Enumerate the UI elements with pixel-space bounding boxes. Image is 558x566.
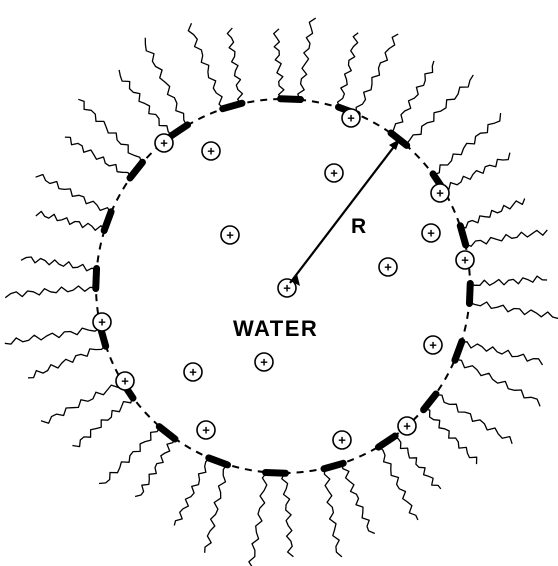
cation: +: [255, 353, 273, 371]
surfactant-tail: [424, 409, 477, 464]
svg-text:+: +: [202, 423, 210, 438]
surfactant-tail: [99, 427, 160, 483]
surfactant-tail: [28, 345, 105, 378]
svg-text:+: +: [429, 338, 437, 353]
surfactant-tail: [145, 38, 186, 126]
surfactant-tail: [470, 302, 558, 319]
surfactant-tail: [462, 342, 543, 365]
surfactant-tail: [470, 276, 547, 285]
svg-text:+: +: [98, 315, 106, 330]
cation: +: [342, 109, 360, 127]
radius-label: R: [351, 215, 366, 238]
head-group: [266, 472, 286, 473]
surfactant-tail: [249, 473, 267, 566]
svg-text:+: +: [189, 365, 197, 380]
cation: +: [379, 258, 397, 276]
cation: +: [325, 164, 343, 182]
surfactant-tail: [455, 359, 540, 406]
svg-text:+: +: [260, 355, 268, 370]
head-group: [223, 103, 242, 108]
head-group: [209, 458, 228, 465]
surfactant-tail: [174, 458, 209, 525]
head-group: [159, 427, 175, 439]
counter-ions: ++++++++++++++++++: [93, 109, 474, 449]
surfactant-tail: [41, 382, 122, 423]
surfactant-tail: [356, 34, 398, 114]
svg-text:+: +: [384, 260, 392, 275]
svg-text:+: +: [347, 111, 355, 126]
cation: +: [456, 251, 474, 269]
surfactant-tail: [135, 438, 174, 496]
cation: +: [333, 431, 351, 449]
surfactant-tail: [205, 465, 227, 553]
surfactant-tail: [5, 328, 101, 344]
surfactant-tail: [21, 257, 97, 271]
surfactant-tail: [406, 75, 473, 145]
water-label: WATER: [233, 316, 318, 341]
surfactant-tail: [65, 137, 131, 177]
head-group: [324, 463, 343, 468]
cation: +: [116, 372, 134, 390]
surfactant-tail: [461, 199, 525, 228]
svg-text:+: +: [226, 228, 234, 243]
head-group: [469, 283, 470, 303]
cation: +: [398, 417, 416, 435]
head-group: [130, 162, 142, 178]
surfactant-tail: [444, 153, 510, 190]
head-group: [378, 436, 395, 447]
cation: +: [202, 142, 220, 160]
cation: +: [431, 184, 449, 202]
surfactant-tail: [78, 99, 142, 163]
cation: +: [221, 226, 239, 244]
head-group: [424, 394, 436, 410]
surfactant-tail: [282, 473, 294, 557]
surfactant-tail: [342, 464, 375, 534]
svg-text:+: +: [436, 186, 444, 201]
cation: +: [155, 134, 173, 152]
head-group: [96, 269, 97, 289]
surfactant-tail: [119, 70, 172, 135]
svg-text:+: +: [403, 419, 411, 434]
svg-text:+: +: [338, 433, 346, 448]
svg-text:+: +: [207, 144, 215, 159]
svg-text:+: +: [330, 166, 338, 181]
surfactant-tail: [338, 33, 359, 108]
head-group: [171, 125, 188, 136]
surfactant-tail: [36, 175, 111, 213]
svg-text:+: +: [121, 374, 129, 389]
surfactant-tail: [36, 211, 105, 230]
svg-text:+: +: [461, 253, 469, 268]
cation: +: [197, 421, 215, 439]
surfactant-tail: [394, 437, 441, 489]
arrowhead-outer: [389, 139, 400, 150]
surfactant-tail: [298, 18, 316, 99]
surfactant-tail: [435, 395, 512, 444]
surfactant-tail: [466, 230, 548, 246]
head-group: [280, 99, 300, 100]
head-group: [104, 212, 111, 231]
cation: +: [422, 224, 440, 242]
cation: +: [184, 363, 202, 381]
head-group: [455, 341, 462, 360]
surfactant-tail: [324, 469, 342, 557]
surfactant-tail: [188, 23, 223, 108]
cation: +: [424, 336, 442, 354]
svg-text:+: +: [160, 136, 168, 151]
svg-text:+: +: [427, 226, 435, 241]
surfactant-tail: [72, 397, 132, 446]
cation: +: [93, 313, 111, 331]
head-group: [460, 226, 465, 245]
surfactant-tail: [5, 286, 96, 298]
surfactant-tail: [227, 28, 242, 104]
surfactant-tail: [274, 29, 284, 99]
